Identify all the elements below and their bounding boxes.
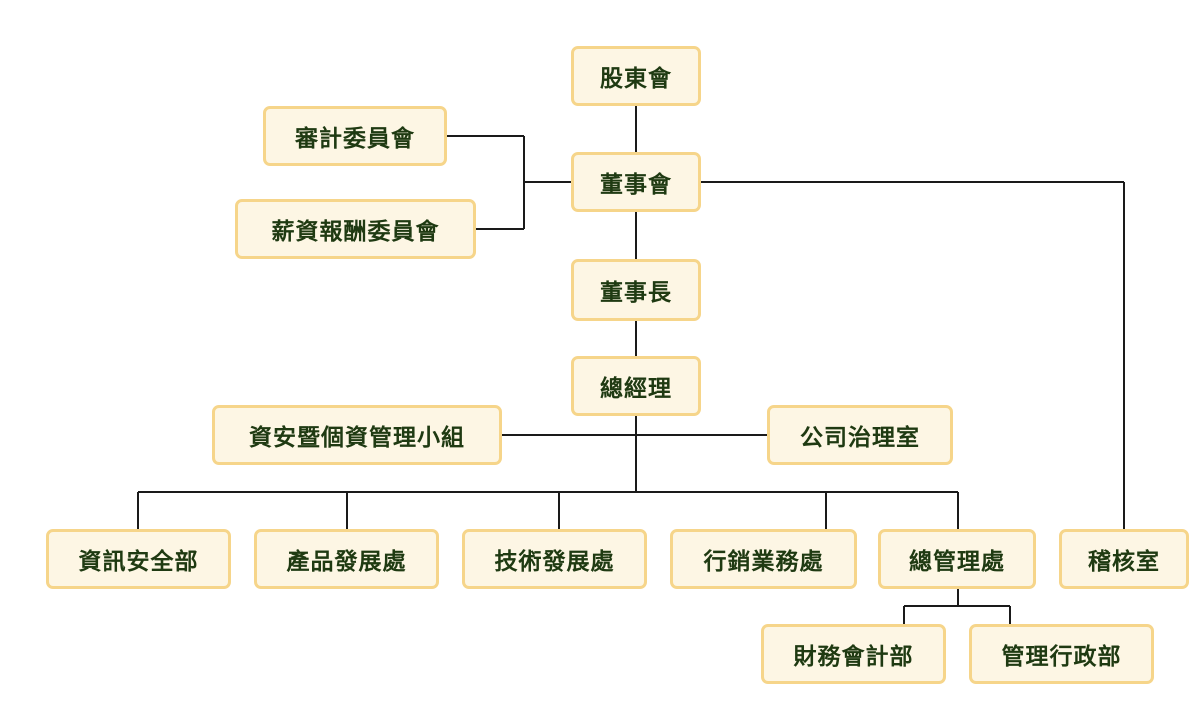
node-it-dept: 資訊安全部 [46,529,231,589]
node-president: 總經理 [571,356,701,416]
node-admin-dept: 管理行政部 [969,624,1154,684]
node-sales-div: 行銷業務處 [670,529,857,589]
node-admin-div: 總管理處 [878,529,1036,589]
node-infosec-team: 資安暨個資管理小組 [212,405,502,465]
node-board: 董事會 [571,152,701,212]
node-audit-committee: 審計委員會 [263,106,447,166]
node-tech-div: 技術發展處 [462,529,647,589]
node-finance-dept: 財務會計部 [761,624,946,684]
node-internal-audit: 稽核室 [1059,529,1189,589]
node-compensation-committee: 薪資報酬委員會 [235,199,476,259]
node-shareholders: 股東會 [571,46,701,106]
node-chairman: 董事長 [571,259,701,321]
node-governance-office: 公司治理室 [767,405,953,465]
node-product-div: 產品發展處 [254,529,439,589]
